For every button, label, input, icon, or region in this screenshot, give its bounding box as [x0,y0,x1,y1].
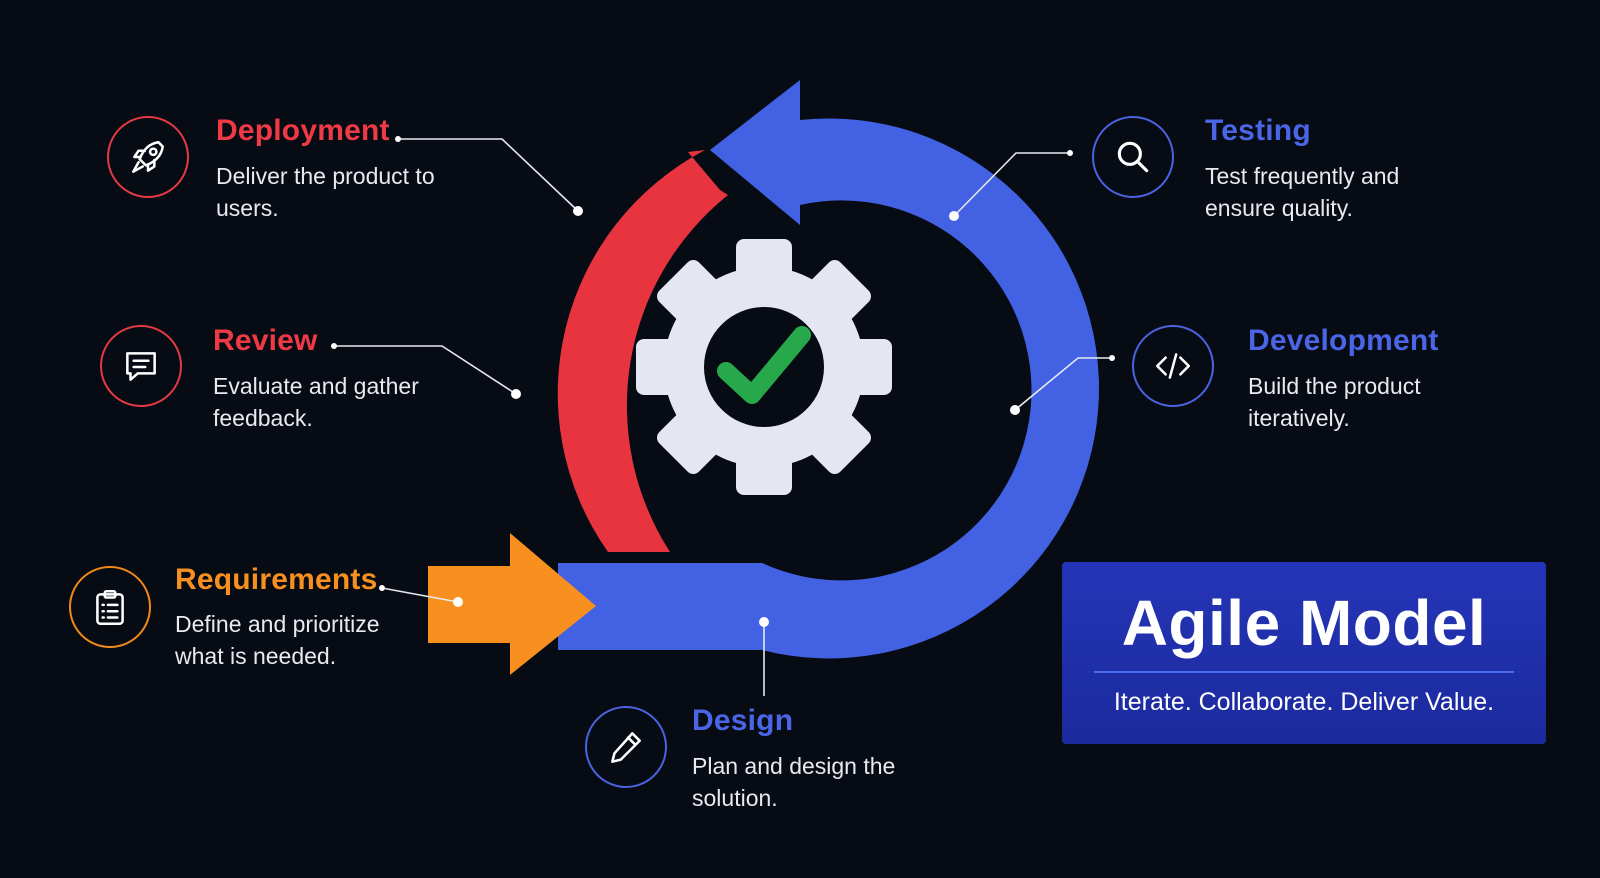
connector-dots [331,136,1115,627]
connector-lines [334,138,1112,696]
code-icon [1132,325,1214,407]
chat-bubble-icon [100,325,182,407]
orange-entry-arrow [428,533,596,675]
deployment-description: Deliver the product to users. [216,163,435,221]
banner-divider [1094,671,1514,673]
testing-description: Test frequently and ensure quality. [1205,163,1400,221]
agile-model-banner: Agile Model Iterate. Collaborate. Delive… [1062,562,1546,744]
red-cycle-arrow [557,150,728,552]
magnifier-icon [1092,116,1174,198]
design-title: Design [692,704,794,737]
review-description: Evaluate and gather feedback. [213,373,419,431]
checkmark-icon [717,326,811,404]
testing-title: Testing [1205,114,1311,147]
design-description: Plan and design the solution. [692,753,896,811]
banner-title: Agile Model [1121,587,1487,659]
review-title: Review [213,324,318,357]
requirements-title: Requirements [175,563,378,596]
deployment-title: Deployment [216,114,390,147]
clipboard-icon [69,566,151,648]
gear-icon [636,239,892,495]
rocket-icon [107,116,189,198]
requirements-description: Define and prioritize what is needed. [175,611,380,669]
pencil-icon [585,706,667,788]
development-description: Build the product iteratively. [1248,373,1421,431]
banner-subtitle: Iterate. Collaborate. Deliver Value. [1113,688,1495,716]
development-title: Development [1248,324,1439,357]
blue-cycle-arrow [558,80,1099,659]
